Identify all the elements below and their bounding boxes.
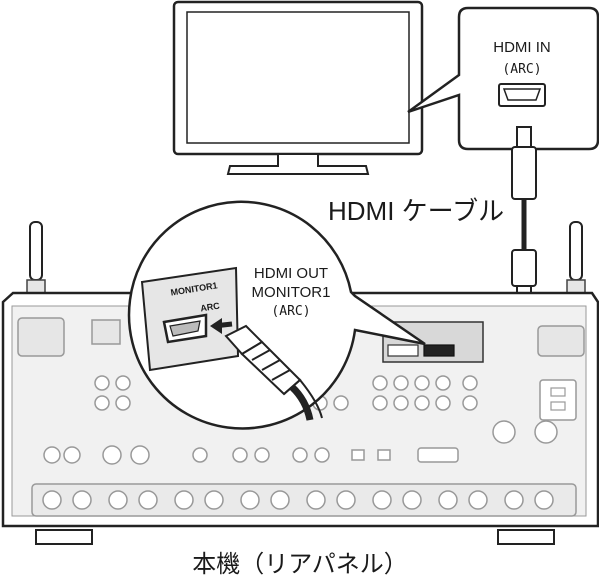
- tv-port-callout: [407, 6, 599, 151]
- hdmi-out-monitor1-port: [423, 344, 455, 357]
- hdmi-in-label: HDMI IN: [493, 39, 551, 56]
- mid-row-connectors: [43, 420, 558, 465]
- insert-arrow-head: [210, 318, 222, 334]
- receiver-caption: 本機（リアパネル）: [192, 551, 408, 578]
- foot-right: [497, 529, 555, 545]
- tv-callout-bubble: [407, 6, 599, 151]
- hdmi-in-port-icon: [498, 83, 546, 107]
- hdmi-out-port-a: [387, 344, 419, 357]
- receiver-port-callout: [127, 200, 426, 430]
- rca-jacks-row-1: [94, 375, 478, 411]
- tv-stand: [226, 153, 370, 175]
- ac-inlet: [539, 379, 577, 421]
- right-antenna: [566, 221, 586, 295]
- left-antenna: [26, 221, 46, 295]
- network-port: [91, 319, 121, 345]
- hdmi-out-label: HDMI OUT: [253, 265, 329, 282]
- tv: [172, 0, 424, 175]
- cable-plug-bottom-body: [511, 249, 537, 287]
- cable-plug-top-tip: [516, 126, 532, 148]
- hdmi-plug-icon: [224, 324, 323, 421]
- antenna-base-left: [17, 317, 65, 357]
- hdmi-in-arc-label: (ARC): [502, 62, 542, 77]
- antenna-base-right: [537, 325, 585, 357]
- callout-bubble: [127, 200, 426, 430]
- hdmi-out-arc-label: (ARC): [271, 304, 311, 319]
- hdmi-out-monitor1-label: MONITOR1: [251, 284, 331, 301]
- foot-left: [35, 529, 93, 545]
- speaker-terminals-row: [31, 483, 577, 517]
- cable-plug-top-body: [511, 146, 537, 200]
- tv-screen: [186, 11, 410, 144]
- hdmi-cable-label: HDMI ケーブル: [328, 196, 505, 226]
